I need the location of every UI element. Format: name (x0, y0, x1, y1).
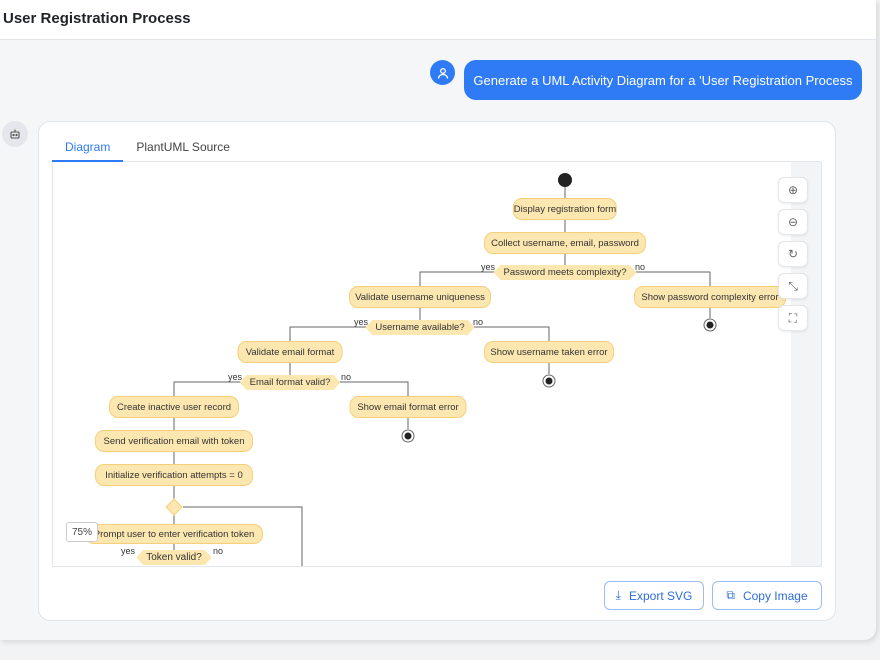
tab-diagram[interactable]: Diagram (52, 134, 124, 162)
activity-node: Collect username, email, password (484, 232, 646, 254)
activity-node: Show password complexity error (634, 286, 786, 308)
diagram-edges (165, 173, 717, 566)
diagram-card: Diagram PlantUML Source Display registra… (38, 121, 836, 621)
export-svg-button[interactable]: ⤓ Export SVG (604, 581, 704, 610)
bot-avatar-icon (2, 121, 28, 147)
decision-node: Username available? (365, 320, 474, 335)
reset-icon: ↻ (787, 247, 799, 261)
activity-node: Show username taken error (484, 341, 614, 363)
download-icon: ⤓ (615, 588, 621, 602)
reset-button[interactable]: ↻ (778, 241, 808, 267)
user-avatar-icon (430, 60, 455, 85)
zoom-out-icon: ⊖ (787, 215, 799, 229)
tab-plantuml-source[interactable]: PlantUML Source (136, 140, 230, 154)
decision-node: Password meets complexity? (493, 265, 636, 280)
copy-image-label: Copy Image (742, 588, 808, 603)
user-message: Generate a UML Activity Diagram for a 'U… (464, 60, 862, 100)
zoom-in-icon: ⊕ (787, 183, 799, 197)
diagram-canvas[interactable]: Display registration form Collect userna… (52, 162, 822, 567)
activity-node: Display registration form (512, 198, 618, 220)
fit-button[interactable]: ⤡ (778, 273, 808, 299)
activity-node: Show email format error (349, 396, 467, 418)
activity-node: Validate username uniqueness (349, 286, 491, 308)
tab-bar: Diagram PlantUML Source (52, 134, 821, 162)
copy-icon: ⧉ (726, 588, 735, 602)
activity-node: Validate email format (237, 341, 343, 363)
yes-label: yes (481, 262, 496, 272)
copy-image-button[interactable]: ⧉ Copy Image (712, 581, 822, 610)
zoom-in-button[interactable]: ⊕ (778, 177, 808, 203)
export-svg-label: Export SVG (628, 588, 693, 603)
decision-node: Token valid? (136, 550, 212, 565)
yes-label: yes (228, 372, 243, 382)
activity-node: Initialize verification attempts = 0 (95, 464, 253, 486)
activity-node: Prompt user to enter verification token (85, 524, 263, 544)
app-window: User Registration Process Generate a UML… (0, 0, 876, 621)
decision-node: Email format valid? (240, 375, 341, 390)
no-label: no (341, 372, 352, 382)
zoom-level: 75% (66, 522, 98, 542)
no-label: no (635, 262, 646, 272)
fullscreen-button[interactable]: ⛶ (778, 305, 808, 331)
fit-icon: ⤡ (788, 278, 798, 293)
zoom-out-button[interactable]: ⊖ (778, 209, 808, 235)
no-label: no (213, 546, 224, 556)
no-label: no (473, 317, 484, 327)
activity-node: Create inactive user record (109, 396, 239, 418)
yes-label: yes (354, 317, 369, 327)
yes-label: yes (121, 546, 136, 556)
activity-node: Send verification email with token (95, 430, 253, 452)
fullscreen-icon: ⛶ (788, 310, 798, 325)
page-title: User Registration Process (0, 0, 876, 40)
